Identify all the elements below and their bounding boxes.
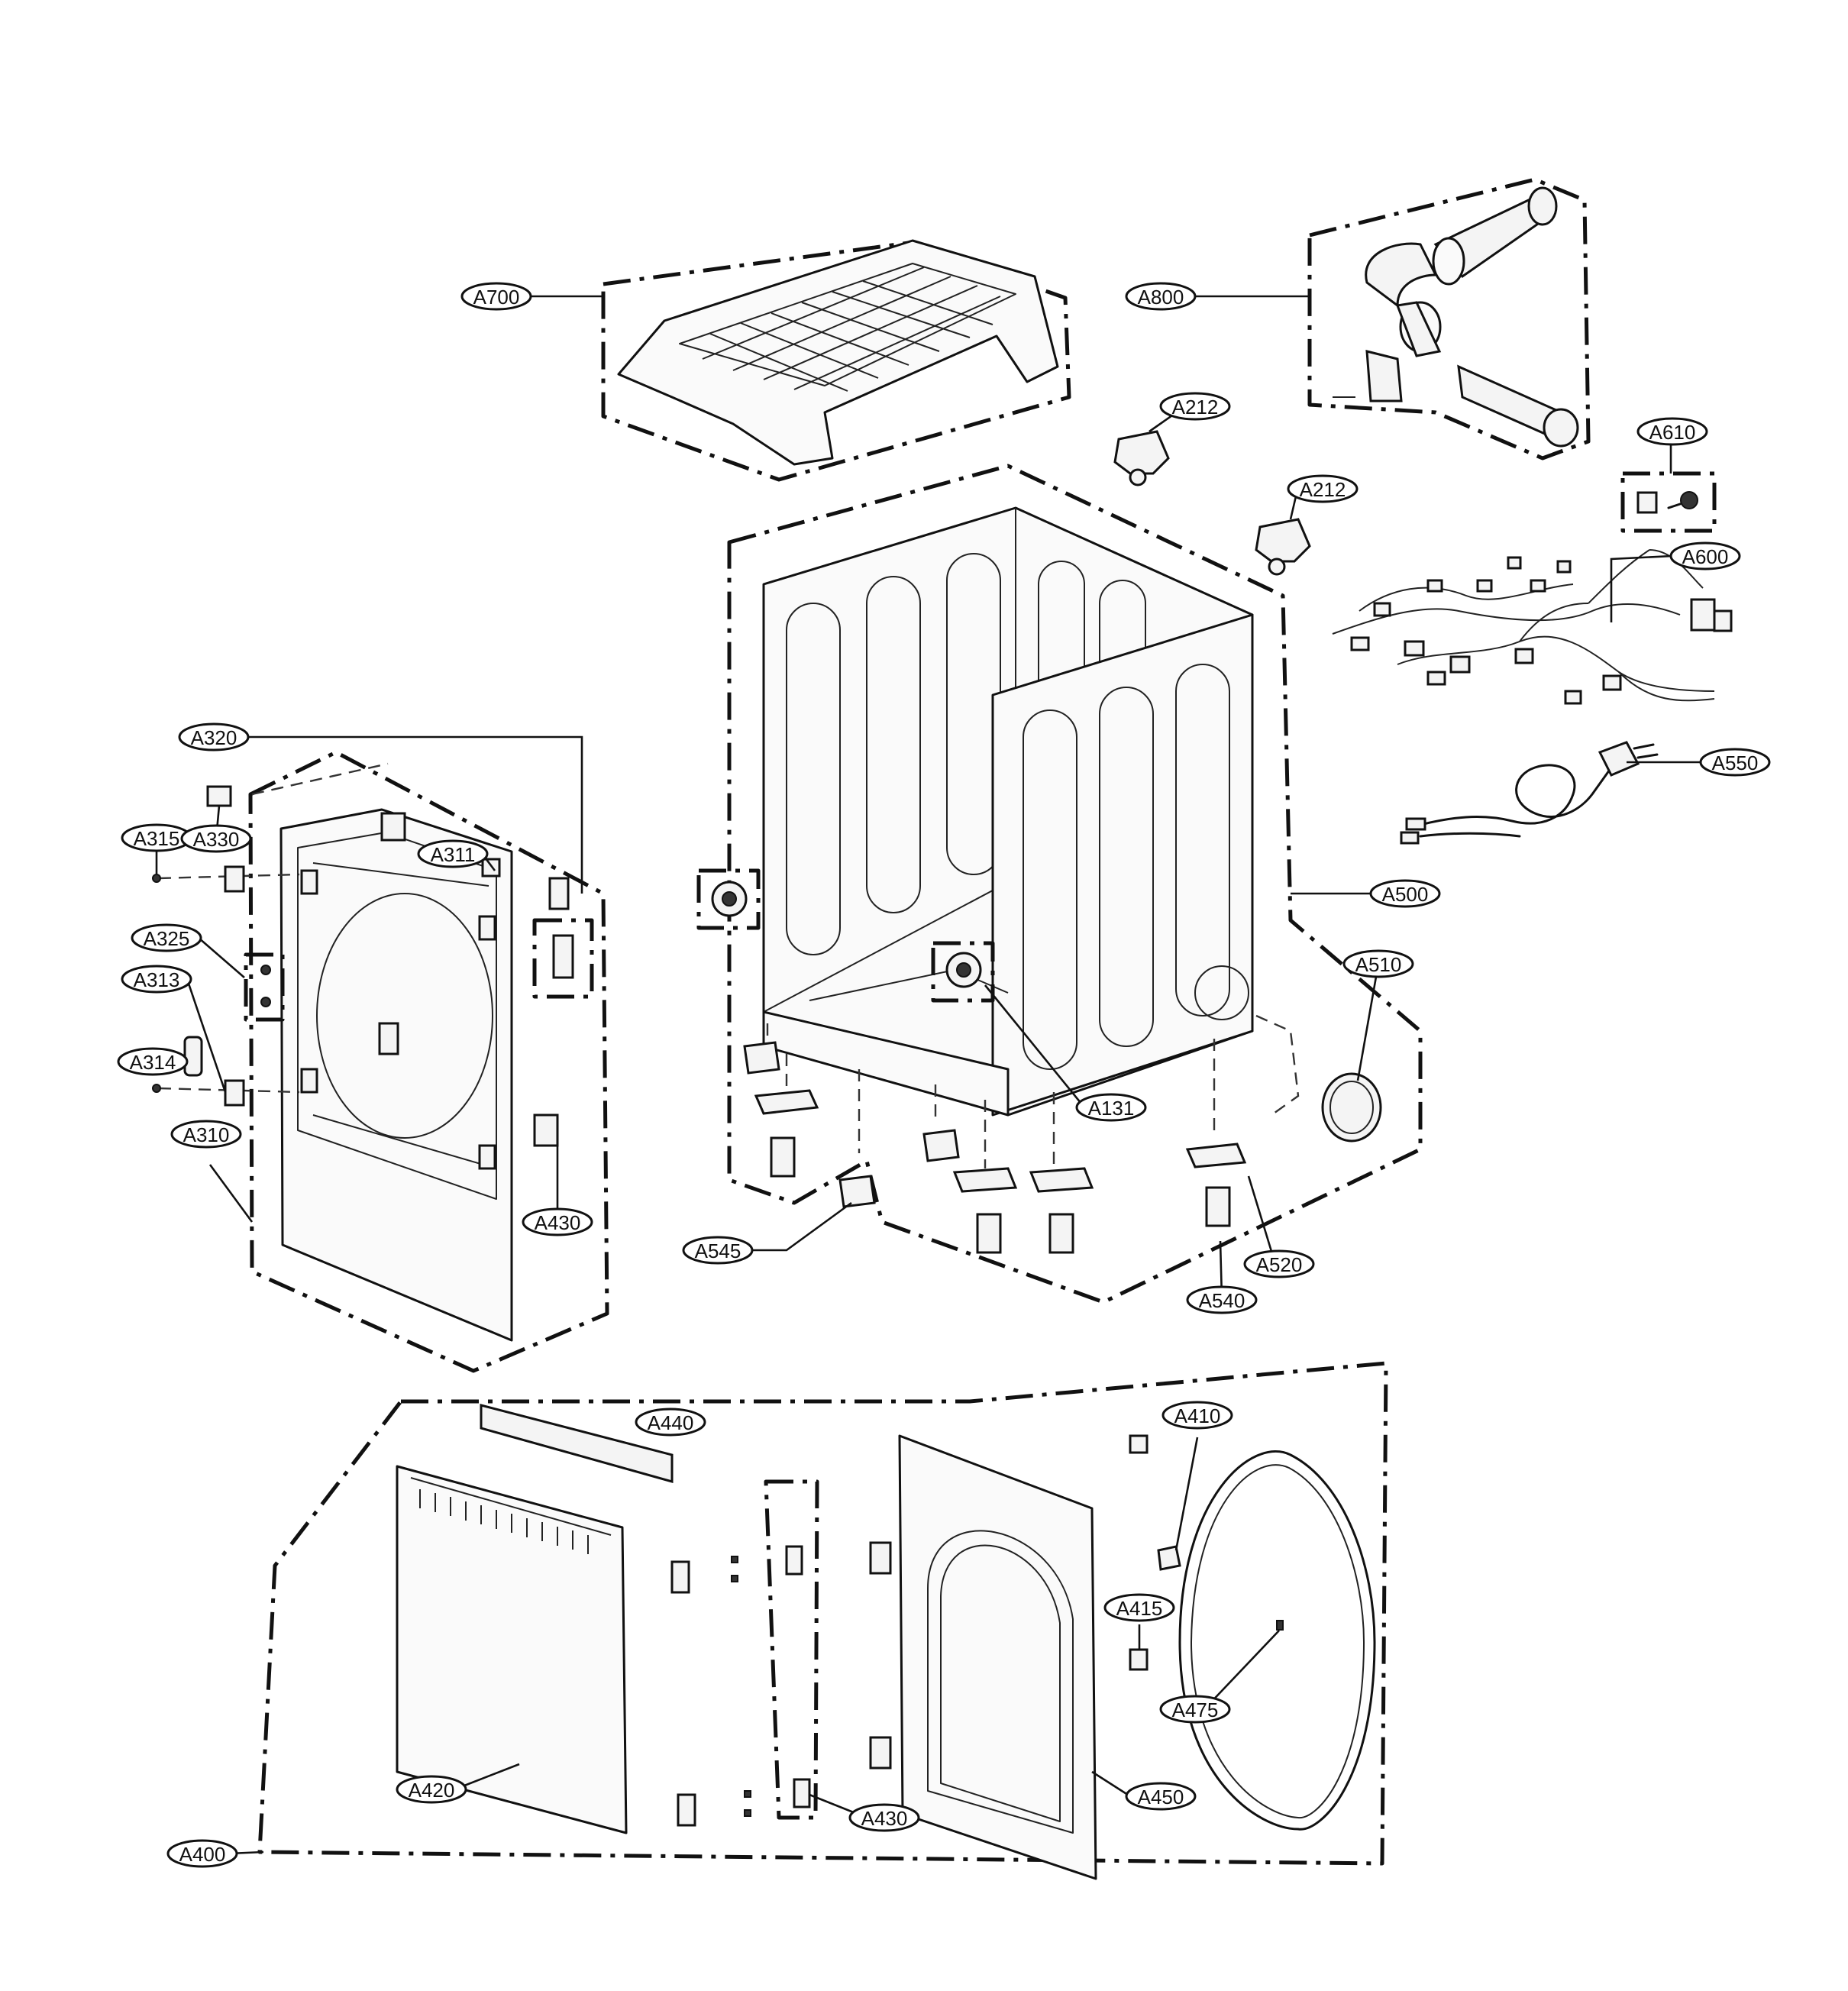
door-group (257, 1361, 1388, 1880)
callout-a311: A311 (417, 839, 489, 868)
drying-rack-group (601, 239, 1071, 482)
callout-a550-label: A550 (1712, 751, 1759, 774)
callout-a545-label: A545 (695, 1240, 741, 1262)
callout-a600: A600 (1669, 541, 1741, 570)
callout-a315-label: A315 (134, 827, 180, 850)
callout-a500-label: A500 (1382, 883, 1429, 906)
callout-a430-lower: A430 (848, 1803, 920, 1832)
power-cord (1400, 741, 1659, 845)
callout-a311-label: A311 (431, 843, 476, 866)
callout-a430-upper-label: A430 (535, 1211, 581, 1234)
callout-a440-label: A440 (648, 1411, 694, 1434)
callout-a315: A315 (121, 823, 192, 852)
callout-a212-upper: A212 (1159, 392, 1231, 421)
exhaust-duct-group (1307, 177, 1591, 461)
callout-a450: A450 (1125, 1782, 1197, 1811)
callout-a500: A500 (1369, 879, 1441, 908)
callout-a314-label: A314 (130, 1051, 176, 1074)
callout-a800-label: A800 (1138, 286, 1184, 309)
callout-a450-label: A450 (1138, 1786, 1184, 1808)
leader-lines (155, 295, 1701, 1855)
sensor-a212-upper (1113, 430, 1170, 486)
callout-a330: A330 (180, 824, 252, 853)
callout-a410: A410 (1161, 1401, 1233, 1430)
callout-a610: A610 (1636, 417, 1708, 446)
callout-a212-upper-label: A212 (1172, 396, 1219, 419)
callout-a400: A400 (166, 1839, 238, 1868)
callout-a510-label: A510 (1355, 953, 1402, 976)
callout-a540-label: A540 (1199, 1289, 1245, 1312)
callout-a313: A313 (121, 965, 192, 994)
callout-a420: A420 (396, 1775, 467, 1804)
callout-a320-label: A320 (191, 726, 237, 749)
callout-a520-label: A520 (1256, 1253, 1303, 1276)
callout-a415: A415 (1103, 1593, 1175, 1622)
callout-a420-label: A420 (409, 1779, 455, 1802)
callout-a800: A800 (1125, 282, 1197, 311)
callout-a545: A545 (682, 1236, 754, 1265)
front-panel-group (152, 750, 609, 1373)
cabinet-group (727, 464, 1423, 1304)
duct-seal (1255, 1014, 1382, 1143)
callout-a314: A314 (117, 1047, 189, 1076)
callout-a510: A510 (1342, 949, 1414, 978)
callout-a325-label: A325 (144, 927, 190, 950)
callout-a700-label: A700 (473, 286, 520, 309)
callout-a212-lower: A212 (1287, 474, 1359, 503)
callout-a310-label: A310 (183, 1123, 230, 1146)
callout-a415-label: A415 (1116, 1597, 1163, 1620)
callout-a610-label: A610 (1649, 421, 1696, 444)
callout-a430-upper: A430 (522, 1207, 593, 1236)
callout-a440: A440 (635, 1408, 706, 1437)
callout-a131: A131 (1075, 1093, 1147, 1122)
callout-a700: A700 (460, 282, 532, 311)
callout-a520: A520 (1243, 1249, 1315, 1278)
callout-a131-label: A131 (1088, 1097, 1135, 1120)
callout-a540: A540 (1186, 1285, 1258, 1314)
callout-a400-label: A400 (179, 1843, 226, 1866)
callout-a430-lower-label: A430 (861, 1807, 908, 1830)
callout-a600-label: A600 (1682, 545, 1729, 568)
screw-kit-group (1620, 471, 1717, 533)
callout-a475: A475 (1159, 1695, 1231, 1724)
sensor-a212-lower (1255, 518, 1311, 576)
bearing-boxes (696, 868, 995, 1003)
callout-a550: A550 (1699, 748, 1771, 777)
feet-and-brackets (743, 1023, 1247, 1254)
callout-a475-label: A475 (1172, 1698, 1219, 1721)
callout-a330-label: A330 (193, 828, 240, 851)
wire-harness (1332, 549, 1733, 705)
callout-a313-label: A313 (134, 968, 180, 991)
callout-a325: A325 (131, 923, 202, 952)
callout-a212-lower-label: A212 (1300, 478, 1346, 501)
callout-a410-label: A410 (1174, 1404, 1221, 1427)
callout-a310: A310 (170, 1120, 242, 1149)
callout-a320: A320 (178, 722, 250, 751)
